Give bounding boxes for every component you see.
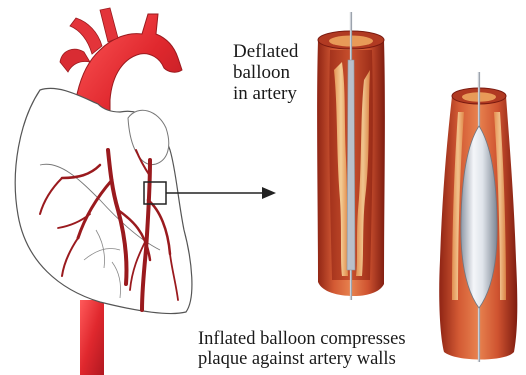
- brachiocephalic-artery: [70, 18, 102, 54]
- deflated-balloon-label: Deflated balloon in artery: [233, 42, 298, 105]
- artery-section-deflated: [317, 12, 385, 300]
- inflated-label-line-2: plaque against artery walls: [198, 350, 406, 370]
- pointer-arrow: [166, 187, 276, 199]
- artery-section-inflated: [439, 72, 517, 362]
- inflated-label-line-1: Inflated balloon compresses: [198, 330, 406, 350]
- descending-aorta: [80, 300, 104, 375]
- deflated-label-line-2: balloon: [233, 63, 298, 84]
- carotid-artery: [100, 8, 118, 42]
- deflated-label-line-1: Deflated: [233, 42, 298, 63]
- inflated-balloon-label: Inflated balloon compresses plaque again…: [198, 330, 406, 370]
- deflated-label-line-3: in artery: [233, 84, 298, 105]
- balloon-deflated: [347, 60, 355, 270]
